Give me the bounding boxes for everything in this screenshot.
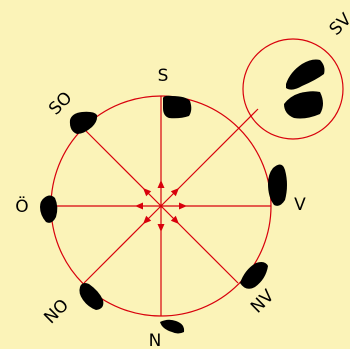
label-north: N <box>149 331 162 349</box>
label-east: Ö <box>15 195 28 217</box>
stone-south <box>163 96 191 119</box>
label-south: S <box>158 66 169 86</box>
label-west: V <box>294 195 306 215</box>
